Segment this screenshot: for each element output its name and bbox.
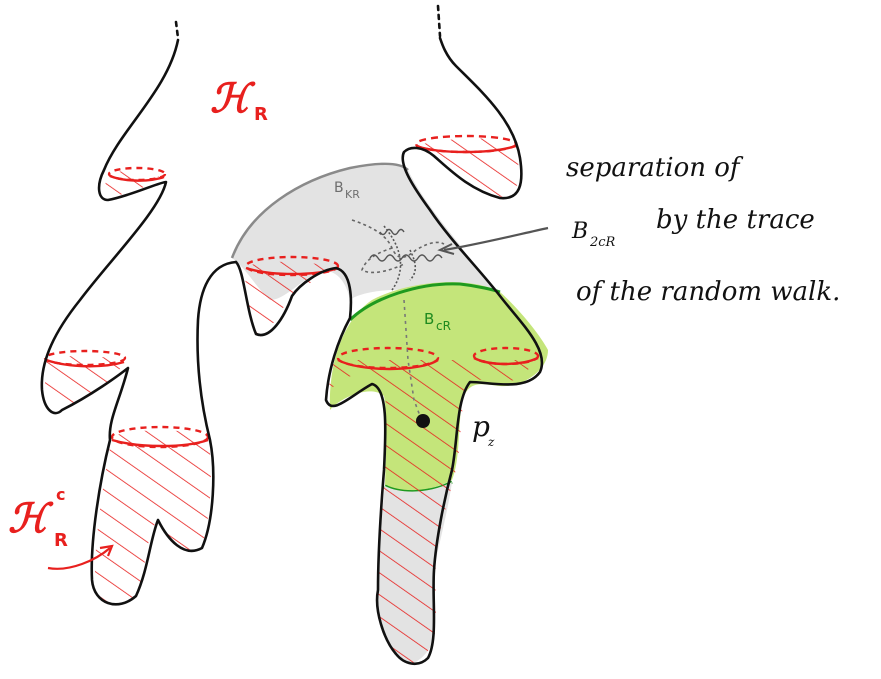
domain-outline xyxy=(40,4,544,666)
label-h-rc-sub: R xyxy=(54,530,68,551)
label-ball-cr-sub: cR xyxy=(436,319,451,333)
label-ball-kr: B xyxy=(334,180,344,196)
label-ball-kr-sub: KR xyxy=(345,188,360,201)
annotation-line-2-b: B xyxy=(571,219,588,244)
label-h-r-sub: R xyxy=(254,104,268,125)
boundary-cut-ellipses xyxy=(43,134,540,449)
ball-cr-top-boundary xyxy=(348,282,501,322)
annotation-line-3: of the random walk. xyxy=(576,277,840,307)
annotation-line-2-rest: by the trace xyxy=(656,205,815,235)
complement-arrowhead xyxy=(99,544,114,557)
ball-kr-boundary xyxy=(230,162,409,259)
complement-arrow xyxy=(47,547,111,570)
label-h-rc: ℋ xyxy=(8,495,54,542)
label-ball-cr: B xyxy=(424,310,434,328)
label-point-p: p xyxy=(472,410,490,443)
annotation-arrowhead xyxy=(437,243,455,255)
label-h-rc-sup: c xyxy=(56,485,65,504)
annotation-line-2-sub: 2cR xyxy=(589,235,616,250)
annotation-arrow xyxy=(443,226,549,252)
random-walk-trace xyxy=(351,219,445,417)
label-h-r: ℋ xyxy=(210,75,256,122)
label-point-sub: z xyxy=(487,435,495,449)
point-pz-marker xyxy=(416,414,430,428)
annotation-line-1: separation of xyxy=(566,153,744,183)
